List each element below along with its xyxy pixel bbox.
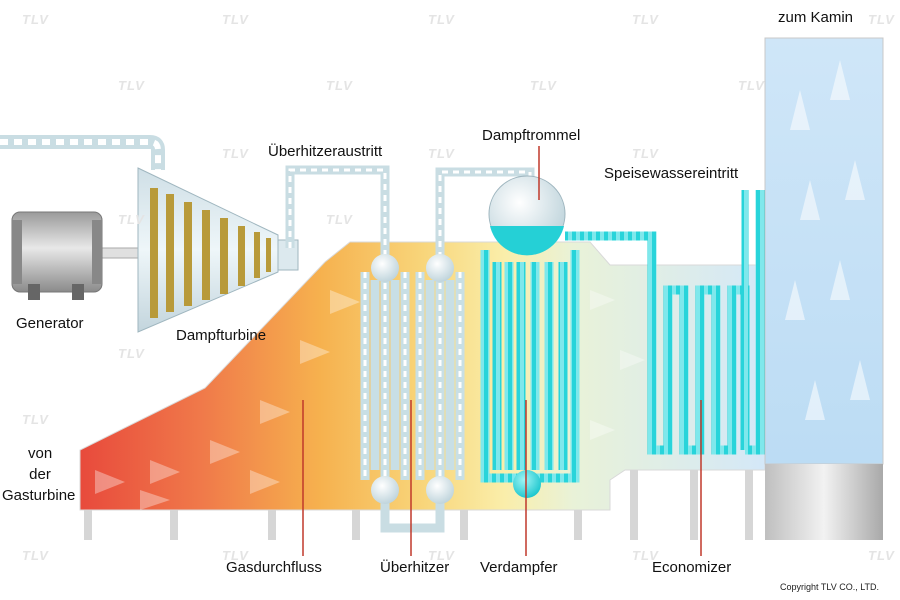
steam-drum <box>488 175 566 256</box>
watermark: TLV <box>118 346 145 361</box>
watermark: TLV <box>868 548 895 563</box>
label-der: der <box>29 466 51 483</box>
watermark: TLV <box>22 412 49 427</box>
label-gasdurchfluss: Gasdurchfluss <box>226 559 322 576</box>
watermark: TLV <box>222 548 249 563</box>
watermark: TLV <box>868 12 895 27</box>
superheater-headers <box>371 254 454 504</box>
label-zum-kamin: zum Kamin <box>778 9 854 26</box>
watermark: TLV <box>632 12 659 27</box>
stack-base <box>765 464 883 540</box>
stack-flow-arrows <box>785 60 870 420</box>
watermark: TLV <box>428 146 455 161</box>
watermark: TLV <box>738 78 765 93</box>
superheater-bottom-link <box>380 500 445 533</box>
evaporator-bottom-header <box>513 470 541 498</box>
watermark: TLV <box>22 548 49 563</box>
callout-lines <box>302 146 702 556</box>
label-von: von <box>28 445 53 462</box>
label-ueberhitzeraustritt: Überhitzeraustritt <box>268 143 383 160</box>
label-gasturbine: Gasturbine <box>2 487 76 504</box>
copyright: Copyright TLV CO., LTD. <box>780 582 880 592</box>
label-verdampfer: Verdampfer <box>480 559 558 576</box>
steam-line-top <box>0 135 165 170</box>
label-speisewassereintritt: Speisewassereintritt <box>604 165 739 182</box>
watermark: TLV <box>632 548 659 563</box>
watermark: TLV <box>118 212 145 227</box>
watermark: TLV <box>428 548 455 563</box>
label-dampftrommel: Dampftrommel <box>482 127 581 144</box>
watermark: TLV <box>326 212 353 227</box>
label-economizer: Economizer <box>652 559 732 576</box>
label-generator: Generator <box>16 315 84 332</box>
watermark: TLV <box>118 78 145 93</box>
watermark: TLV <box>22 12 49 27</box>
watermark: TLV <box>222 146 249 161</box>
economizer-coils <box>647 190 765 455</box>
stack <box>764 37 884 465</box>
gas-flow-arrows <box>95 290 645 510</box>
turbine-blades <box>150 188 271 318</box>
generator-body <box>11 211 103 293</box>
watermark: TLV <box>326 78 353 93</box>
watermark: TLV <box>632 146 659 161</box>
duct-supports <box>84 470 753 540</box>
drum-feed-pipe <box>565 231 657 280</box>
watermark: TLV <box>428 12 455 27</box>
label-dampfturbine: Dampfturbine <box>176 327 267 344</box>
label-ueberhitzer: Überhitzer <box>380 559 450 576</box>
watermark: TLV <box>530 78 557 93</box>
watermark: TLV <box>222 12 249 27</box>
